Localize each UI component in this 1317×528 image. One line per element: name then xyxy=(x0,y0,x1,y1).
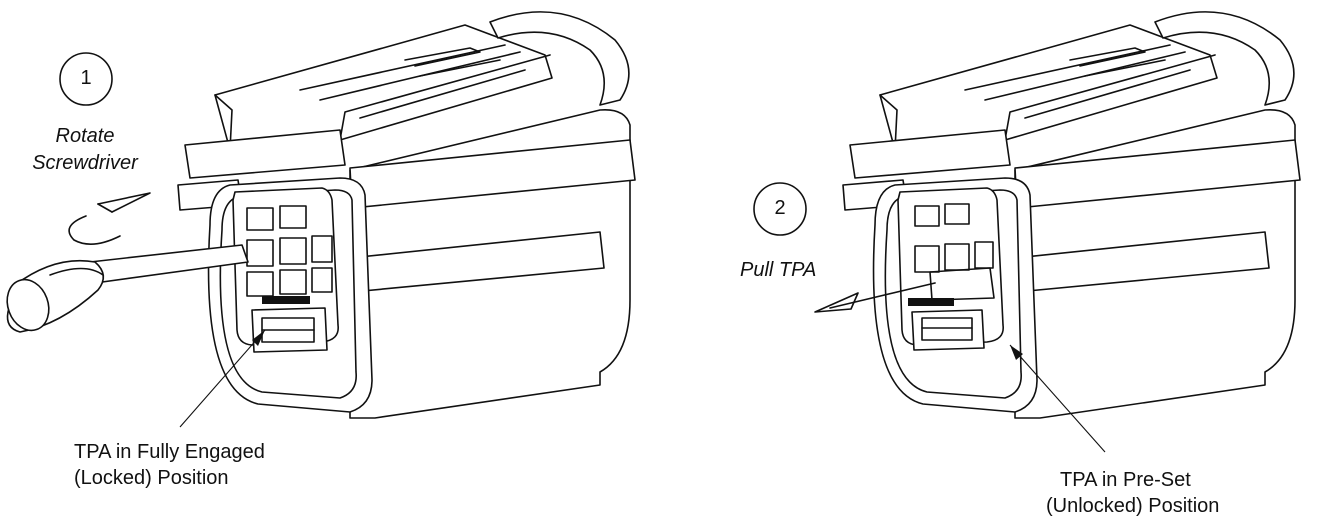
rotate-arrow xyxy=(68,192,151,245)
pull-arrow xyxy=(814,282,936,313)
right-callout-leader xyxy=(1009,344,1106,453)
left-callout-line2: (Locked) Position xyxy=(74,467,229,489)
screwdriver xyxy=(6,244,249,333)
right-callout-line1: TPA in Pre-Set xyxy=(1060,469,1191,491)
rotate-label-line1: Rotate xyxy=(55,125,115,147)
left-connector xyxy=(177,11,636,419)
right-rear-loop xyxy=(1154,11,1295,106)
left-tpa-window xyxy=(232,187,339,346)
rotate-label-line2: Screwdriver xyxy=(32,152,138,174)
right-latch-housing xyxy=(879,24,1218,151)
step-1-number: 1 xyxy=(80,67,92,89)
left-callout-leader xyxy=(179,329,266,428)
left-latch-housing xyxy=(214,24,553,151)
right-connector xyxy=(842,11,1301,419)
left-front-collar xyxy=(184,129,346,179)
pull-tpa-label: Pull TPA xyxy=(740,259,817,281)
right-callout-line2: (Unlocked) Position xyxy=(1046,495,1220,517)
step-2-circle xyxy=(753,182,807,236)
left-rear-loop xyxy=(489,11,630,106)
step-1-circle xyxy=(59,52,113,106)
step-2-number: 2 xyxy=(774,197,786,219)
left-marking-strip xyxy=(262,296,310,304)
right-marking-strip xyxy=(908,298,954,306)
left-callout-line1: TPA in Fully Engaged xyxy=(74,441,265,463)
